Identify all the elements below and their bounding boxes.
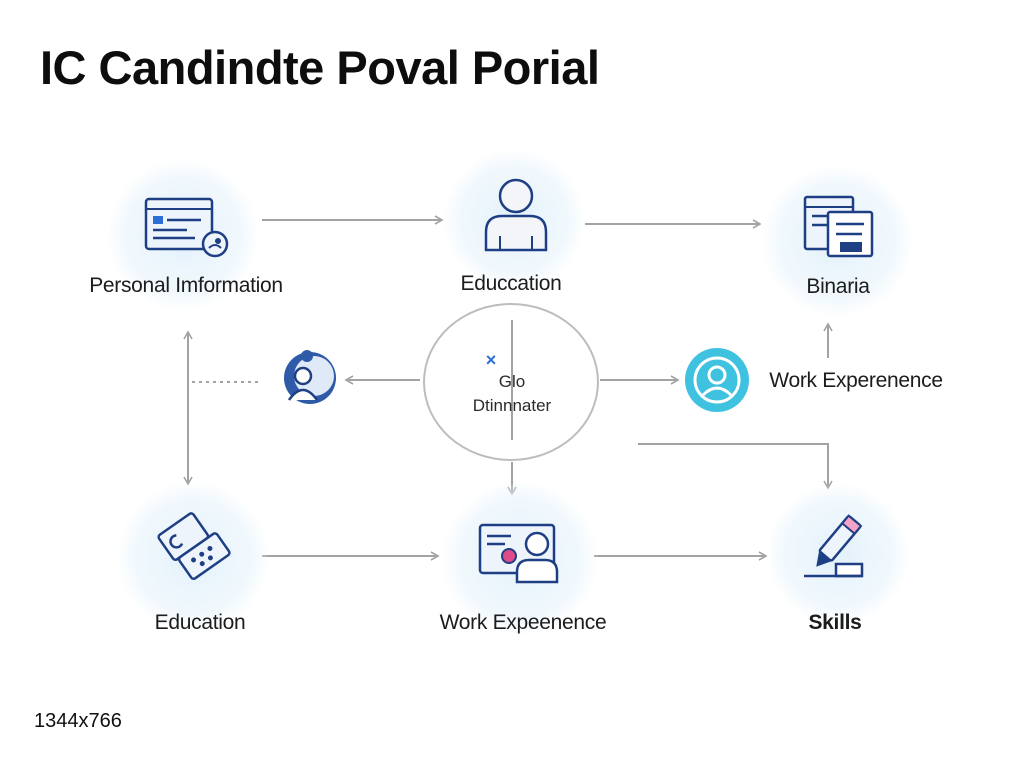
center-circle bbox=[423, 303, 599, 461]
center-mark: × bbox=[485, 350, 497, 370]
page-title: IC Candindte Poval Porial bbox=[40, 41, 600, 94]
label-personal-information: Personal Imformation bbox=[89, 274, 283, 297]
label-work-experience-right: Work Experenence bbox=[769, 369, 943, 392]
center-line2: Dtinnnater bbox=[472, 396, 552, 415]
pen-icon bbox=[804, 514, 864, 578]
user-icon bbox=[484, 178, 548, 252]
documents-icon bbox=[803, 195, 874, 258]
tag-icon bbox=[157, 512, 231, 580]
label-skills: Skills bbox=[808, 611, 862, 634]
label-education-top: Educcation bbox=[460, 272, 562, 295]
id-card-icon bbox=[478, 523, 559, 584]
label-work-experience-bottom: Work Expeenence bbox=[439, 611, 607, 634]
profile-icon bbox=[284, 350, 336, 404]
avatar-target-icon bbox=[685, 348, 749, 412]
label-education-bottom: Education bbox=[154, 611, 246, 634]
arrow-to-skills-elbow bbox=[638, 443, 833, 490]
form-icon bbox=[144, 197, 229, 258]
label-binaria: Binaria bbox=[806, 275, 870, 298]
center-line1: Glo bbox=[498, 372, 526, 391]
footer-dimensions: 1344x766 bbox=[34, 710, 122, 732]
